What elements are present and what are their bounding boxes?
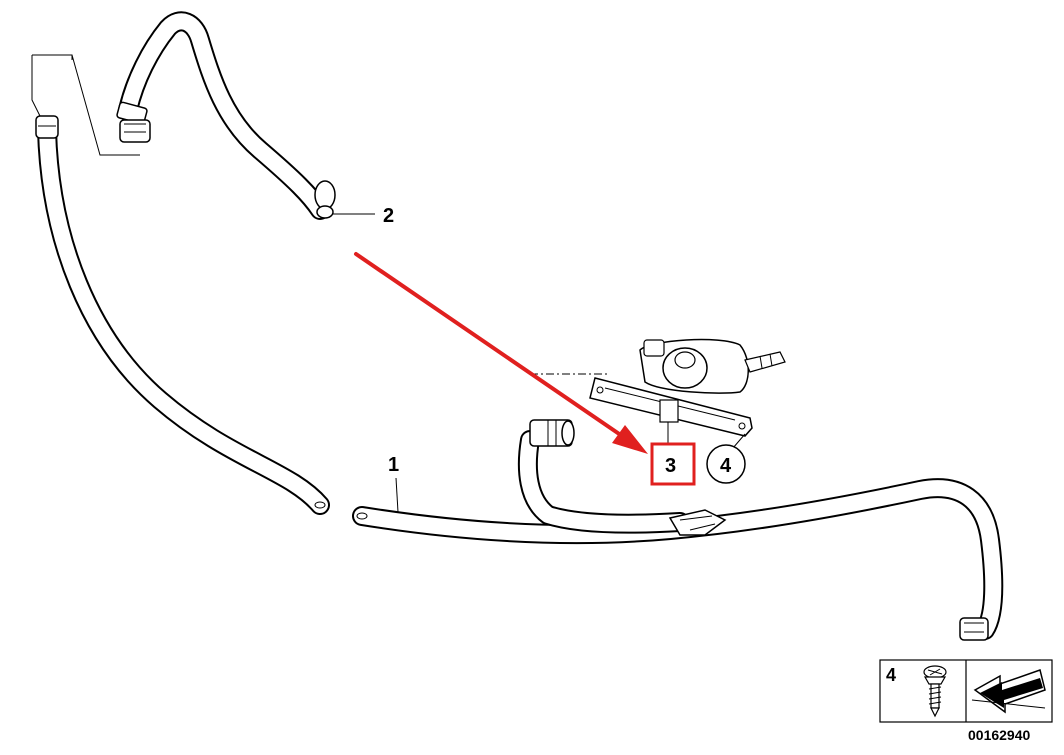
- hose-part-1-left: [35, 115, 330, 515]
- callout-4: 4: [720, 455, 732, 477]
- highlight-arrow: [354, 252, 648, 454]
- screw-icon: [923, 665, 947, 718]
- callout-3-highlight[interactable]: 3: [650, 442, 696, 486]
- hose-part-1-right: [352, 419, 1004, 641]
- document-id: 00162940: [968, 727, 1031, 743]
- leader-bracket: [31, 54, 140, 156]
- callout-1: 1: [388, 454, 399, 476]
- callout-4-circle: 4: [706, 444, 746, 484]
- callout-3: 3: [665, 455, 676, 477]
- legend-box: 4: [879, 659, 1053, 723]
- callout-2: 2: [383, 205, 394, 227]
- pump-assembly: [530, 338, 786, 449]
- direction-arrow-icon: [971, 669, 1046, 714]
- legend-item-number: 4: [886, 665, 896, 685]
- hose-part-2: [116, 11, 375, 220]
